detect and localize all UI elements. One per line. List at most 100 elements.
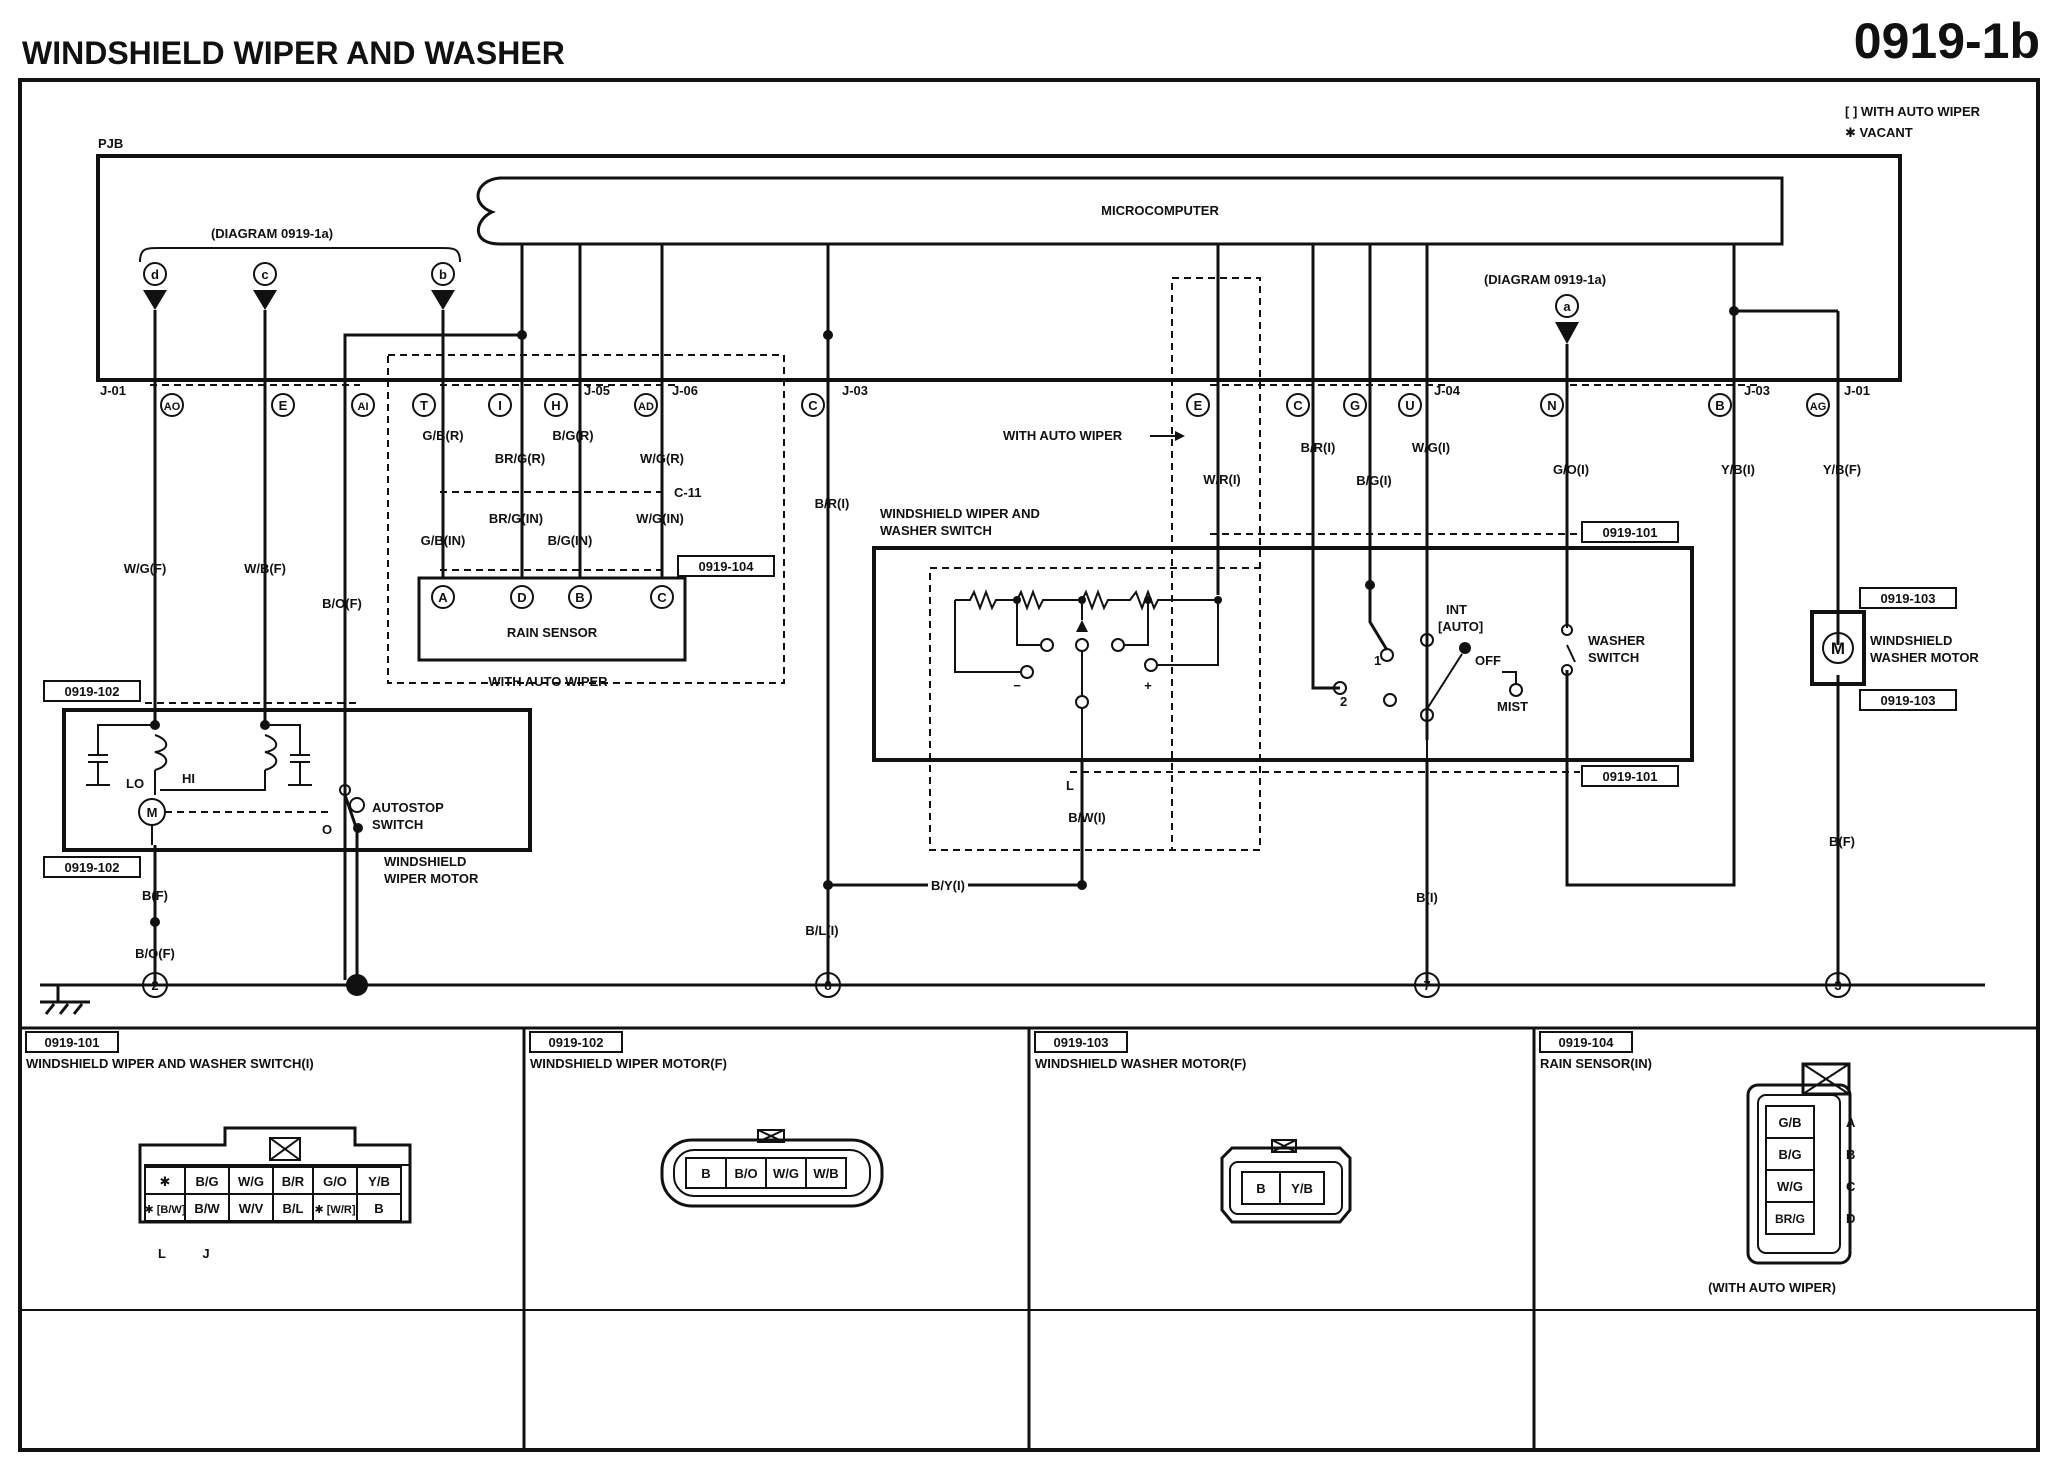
sw-minus: − bbox=[1013, 678, 1021, 693]
pin-N: N bbox=[1547, 398, 1556, 413]
pin-E1: E bbox=[279, 398, 288, 413]
svg-text:W/G: W/G bbox=[773, 1166, 799, 1181]
svg-text:D: D bbox=[1846, 1211, 1855, 1226]
washer-switch-line2: SWITCH bbox=[1588, 650, 1639, 665]
washer-motor-m: M bbox=[1831, 639, 1845, 658]
ref-b: b bbox=[431, 262, 455, 310]
svg-text:G/B: G/B bbox=[1778, 1115, 1801, 1130]
washer-motor-box bbox=[1810, 610, 1866, 686]
autostop-line2: SWITCH bbox=[372, 817, 423, 832]
conn-j03-right: J-03 bbox=[1744, 383, 1770, 398]
wiper-o-mark: O bbox=[322, 822, 332, 837]
svg-text:A: A bbox=[1846, 1115, 1856, 1130]
view-0919-102: 0919-102 WINDSHIELD WIPER MOTOR(F) B B/O… bbox=[529, 1031, 884, 1208]
pin-circles: AO E AI T I H AD C E C G U N B AG bbox=[160, 393, 1830, 417]
svg-text:W/G: W/G bbox=[238, 1174, 264, 1189]
svg-text:B/G(R): B/G(R) bbox=[552, 428, 593, 443]
microcomputer-box bbox=[476, 176, 1784, 246]
wiper-motor-line1: WINDSHIELD bbox=[384, 854, 466, 869]
switch-box bbox=[872, 546, 1694, 762]
wiper-lo: LO bbox=[126, 776, 144, 791]
svg-text:B: B bbox=[1846, 1147, 1855, 1162]
page-code: 0919-1b bbox=[1854, 13, 2040, 69]
sw-int: INT bbox=[1446, 602, 1467, 617]
wiper-hi: HI bbox=[182, 771, 195, 786]
pin-G: G bbox=[1350, 398, 1360, 413]
ground-symbol bbox=[40, 1000, 90, 1015]
svg-text:B/O(F): B/O(F) bbox=[135, 946, 175, 961]
svg-text:BR/G(IN): BR/G(IN) bbox=[489, 511, 543, 526]
svg-text:B: B bbox=[374, 1201, 383, 1216]
svg-text:0919-101: 0919-101 bbox=[1603, 525, 1658, 540]
sw-pos1: 1 bbox=[1374, 653, 1381, 668]
tag-0919-101-bottom: 0919-101 bbox=[1581, 765, 1679, 787]
svg-text:0919-104: 0919-104 bbox=[1559, 1035, 1615, 1050]
svg-text:0919-101: 0919-101 bbox=[1603, 769, 1658, 784]
wiper-motor-line2: WIPER MOTOR bbox=[384, 871, 479, 886]
wiper-mode-switch bbox=[1333, 633, 1523, 760]
tag-0919-103-bottom: 0919-103 bbox=[1859, 689, 1957, 711]
by-label-bg bbox=[928, 876, 968, 894]
svg-text:B: B bbox=[701, 1166, 710, 1181]
tag-0919-104: 0919-104 bbox=[677, 555, 775, 577]
ground-2: 2 bbox=[151, 978, 158, 993]
svg-text:B/O(F): B/O(F) bbox=[322, 596, 362, 611]
svg-text:WINDSHIELD WIPER AND WASHER SW: WINDSHIELD WIPER AND WASHER SWITCH(I) bbox=[26, 1056, 314, 1071]
tag-0919-102-bottom: 0919-102 bbox=[43, 856, 141, 878]
svg-text:b: b bbox=[439, 267, 447, 282]
pin-E2: E bbox=[1194, 398, 1203, 413]
wire-labels: W/G(F) W/B(F) B/O(F) G/B(R) BR/G(R) B/G(… bbox=[124, 428, 1861, 961]
washer-motor-symbol bbox=[1822, 632, 1854, 664]
svg-text:C: C bbox=[657, 590, 667, 605]
svg-text:B: B bbox=[575, 590, 584, 605]
wire-runs bbox=[40, 244, 1985, 1002]
svg-text:L: L bbox=[158, 1246, 166, 1261]
tag-0919-102-top: 0919-102 bbox=[43, 680, 141, 702]
svg-text:0919-103: 0919-103 bbox=[1881, 591, 1936, 606]
svg-text:B/O: B/O bbox=[734, 1166, 757, 1181]
svg-text:BR/G(R): BR/G(R) bbox=[495, 451, 546, 466]
svg-text:Y/B: Y/B bbox=[368, 1174, 390, 1189]
svg-text:J: J bbox=[202, 1246, 209, 1261]
svg-text:0919-101: 0919-101 bbox=[45, 1035, 100, 1050]
svg-text:B/R: B/R bbox=[282, 1174, 305, 1189]
resistor-network bbox=[954, 589, 1222, 760]
svg-text:0919-103: 0919-103 bbox=[1881, 693, 1936, 708]
washer-switch bbox=[1561, 624, 1576, 676]
svg-text:B/G(I): B/G(I) bbox=[1356, 473, 1391, 488]
svg-text:B/L(I): B/L(I) bbox=[805, 923, 838, 938]
pin-H: H bbox=[551, 398, 560, 413]
conn-c11: C-11 bbox=[674, 485, 701, 500]
diagram-ref-right: (DIAGRAM 0919-1a) bbox=[1484, 272, 1606, 287]
pin-C2: C bbox=[1293, 398, 1303, 413]
washer-switch-line1: WASHER bbox=[1588, 633, 1646, 648]
washer-motor-line2: WASHER MOTOR bbox=[1870, 650, 1979, 665]
ref-bracket bbox=[139, 247, 461, 263]
svg-text:B(I): B(I) bbox=[1416, 890, 1438, 905]
svg-text:M: M bbox=[147, 805, 158, 820]
view-0919-103: 0919-103 WINDSHIELD WASHER MOTOR(F) B Y/… bbox=[1034, 1031, 1352, 1224]
legend-auto-wiper: [ ] WITH AUTO WIPER bbox=[1845, 104, 1981, 119]
svg-text:B/W: B/W bbox=[194, 1201, 220, 1216]
svg-text:0919-103: 0919-103 bbox=[1054, 1035, 1109, 1050]
sw-plus: + bbox=[1144, 678, 1152, 693]
ref-a: a bbox=[1555, 294, 1579, 344]
svg-text:B/G(IN): B/G(IN) bbox=[548, 533, 593, 548]
microcomputer-label: MICROCOMPUTER bbox=[1101, 203, 1219, 218]
ground-3: 3 bbox=[1834, 978, 1841, 993]
auto-wiper-dashed-column bbox=[1171, 277, 1261, 851]
switch-title-2: WASHER SWITCH bbox=[880, 523, 992, 538]
svg-text:B/R(I): B/R(I) bbox=[815, 496, 850, 511]
svg-text:0919-102: 0919-102 bbox=[549, 1035, 604, 1050]
svg-text:W/G(R): W/G(R) bbox=[640, 451, 684, 466]
svg-text:BR/G: BR/G bbox=[1775, 1212, 1805, 1226]
svg-text:RAIN SENSOR(IN): RAIN SENSOR(IN) bbox=[1540, 1056, 1652, 1071]
arrow-head bbox=[1175, 431, 1185, 441]
svg-text:0919-104: 0919-104 bbox=[699, 559, 755, 574]
svg-text:G/B(IN): G/B(IN) bbox=[421, 533, 466, 548]
svg-text:B/W(I): B/W(I) bbox=[1068, 810, 1106, 825]
svg-text:B(F): B(F) bbox=[1829, 834, 1855, 849]
pin-B: B bbox=[1715, 398, 1724, 413]
conn-j01-right: J-01 bbox=[1844, 383, 1870, 398]
pin-U: U bbox=[1405, 398, 1414, 413]
